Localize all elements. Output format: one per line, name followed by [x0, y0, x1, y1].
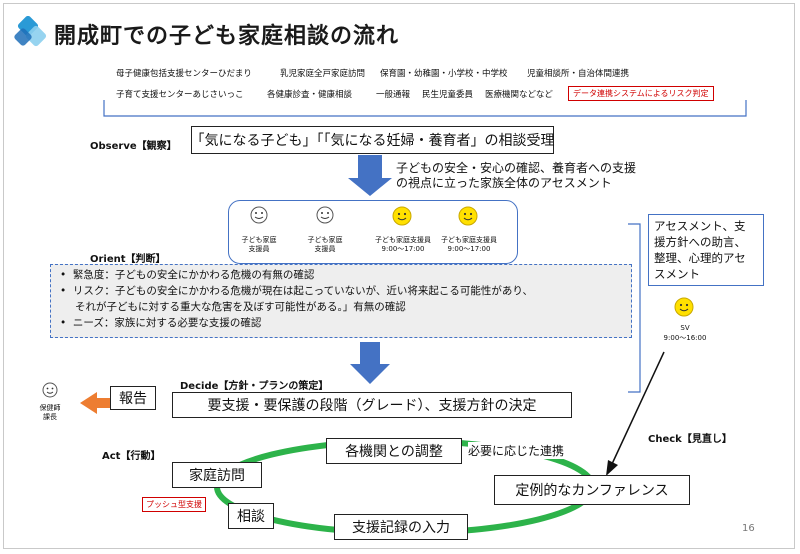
person-label: 保健師課長 [39, 404, 61, 421]
records-box: 支援記録の入力 [334, 514, 468, 540]
orient-phase-label: Orient【判断】 [90, 254, 166, 265]
collaboration-note: 必要に応じた連携 [468, 442, 565, 459]
source-welfare-commissioners: 民生児童委員 [422, 90, 474, 100]
orient-bullet-needs: • ニーズ：家族に対する必要な支援の確認 [60, 317, 262, 329]
sv-advice-box: アセスメント、支 援方針への助言、 整理、心理的アセ スメント [648, 214, 764, 286]
source-hidamari: 母子健康包括支援センターひだまり [116, 69, 252, 79]
sv-hours: 9:00～16:00 [663, 334, 707, 342]
orient-bullet-urgency: • 緊急度：子どもの安全にかかわる危機の有無の確認 [60, 269, 315, 281]
risk-judgement-label: データ連携システムによるリスク判定 [568, 86, 714, 101]
staff-label-2: 子ども家庭支援員 [307, 236, 343, 253]
source-general-report: 一般通報 [376, 90, 411, 100]
person-icon [42, 382, 58, 398]
sv-label: SV [680, 324, 690, 332]
conference-box: 定例的なカンファレンス [494, 475, 690, 505]
intake-box: 「気になる子ども」「「気になる妊婦・養育者」の相談受理 [191, 126, 555, 154]
check-phase-label: Check【見直し】 [648, 434, 732, 445]
observe-phase-label: Observe【観察】 [90, 141, 177, 152]
assessment-note-line1: 子どもの安全・安心の確認、養育者への支援 [396, 161, 637, 175]
smiley-icon [458, 206, 478, 226]
report-box: 報告 [110, 386, 156, 410]
assessment-note-line2: の視点に立った家族全体のアセスメント [396, 176, 612, 190]
coordination-box: 各機関との調整 [326, 438, 462, 464]
home-visit-box: 家庭訪問 [172, 462, 262, 488]
smiley-icon [392, 206, 412, 226]
orient-bullet-risk: • リスク：子どもの安全にかかわる危機が現在は起こっていないが、近い将来起こる可… [60, 285, 533, 297]
source-home-visit: 乳児家庭全戸家庭訪問 [280, 69, 366, 79]
logo-icon [14, 16, 47, 47]
source-schools: 保育園・幼稚園・小学校・中学校 [380, 69, 508, 79]
staff-label-1: 子ども家庭支援員 [241, 236, 277, 253]
smiley-icon [674, 297, 694, 317]
smiley-icon [250, 206, 268, 224]
act-phase-label: Act【行動】 [102, 451, 161, 462]
decide-phase-label: Decide【方針・プランの策定】 [180, 381, 329, 392]
orient-bullet-risk-cont: それが子どもに対する重大な危害を及ぼす可能性がある。」有無の確認 [75, 301, 406, 313]
slide-frame [3, 3, 795, 549]
staff-box [228, 200, 518, 264]
decision-box: 要支援・要保護の段階（グレード）、支援方針の決定 [172, 392, 572, 418]
source-child-guidance: 児童相談所・自治体間連携 [527, 69, 630, 79]
push-support-label: プッシュ型支援 [142, 497, 206, 512]
slide-title: 開成町での子ども家庭相談の流れ [54, 24, 400, 49]
page-number: 16 [742, 523, 755, 534]
source-health-checks: 各健康診査・健康相談 [267, 90, 353, 100]
consultation-box: 相談 [228, 503, 274, 529]
source-ajisaikko: 子育て支援センターあじさいっこ [116, 90, 244, 100]
source-medical: 医療機関などなど [485, 90, 553, 100]
orient-box [50, 264, 632, 338]
smiley-icon [316, 206, 334, 224]
